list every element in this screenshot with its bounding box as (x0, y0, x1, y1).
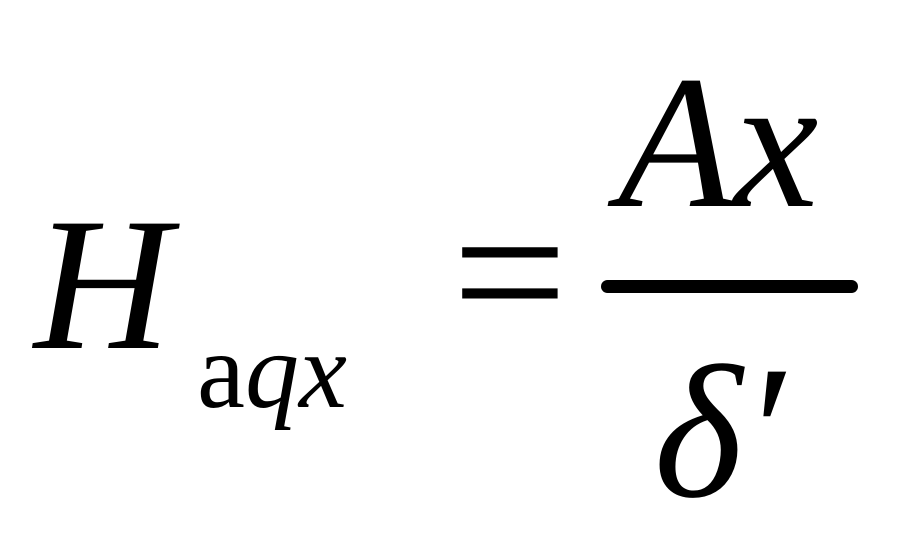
fraction-denominator: δ′ (654, 328, 784, 538)
fraction-numerator: Ax (618, 38, 819, 248)
lhs-subscript: aqx (197, 318, 347, 426)
fraction-bar (601, 280, 858, 293)
equals-sign: = (452, 159, 568, 386)
subscript-italic-part: qx (244, 312, 347, 431)
subscript-upright-part: a (197, 312, 245, 431)
lhs-variable: H (34, 180, 172, 390)
